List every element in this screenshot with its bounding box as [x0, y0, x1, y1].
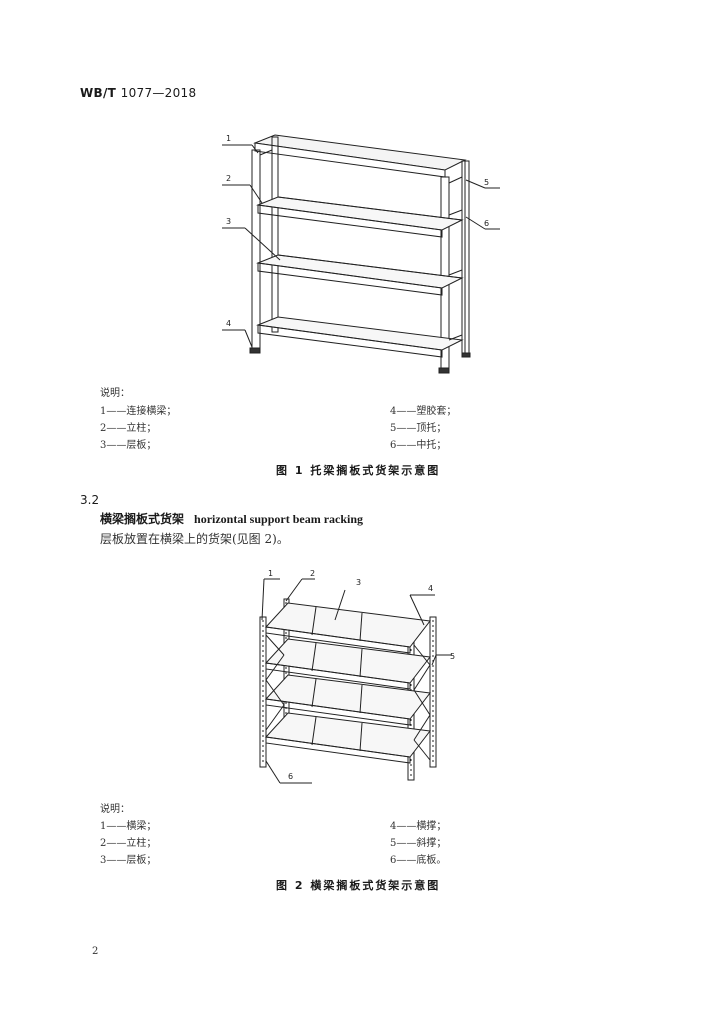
fig1-callout-2: 2	[226, 174, 231, 183]
fig1-legend-item: 6——中托；	[390, 440, 447, 451]
clause-number: 3.2	[80, 493, 100, 507]
fig2-legend-title: 说明：	[100, 804, 130, 815]
fig1-legend-title: 说明：	[100, 388, 130, 399]
fig2-callout-3: 3	[356, 578, 361, 587]
fig1-legend-item: 5——顶托；	[390, 423, 447, 434]
page-number: 2	[92, 946, 99, 957]
fig2-callout-6: 6	[288, 772, 293, 781]
fig1-callout-4: 4	[226, 319, 231, 328]
fig2-legend-item: 4——横撑；	[390, 821, 447, 832]
fig2-legend-item: 6——底板。	[390, 855, 447, 866]
standard-code: WB/T 1077—2018	[80, 86, 196, 100]
term-definition: 层板放置在横梁上的货架(见图 2)。	[100, 532, 289, 546]
fig2-legend-item: 1——横梁；	[100, 821, 157, 832]
figure-2-drawing: 1 2 3 4 5 6	[259, 569, 455, 784]
fig1-callout-3: 3	[226, 217, 231, 226]
fig2-legend-item: 5——斜撑；	[390, 838, 447, 849]
fig1-legend-item: 4——塑胶套；	[390, 406, 457, 417]
fig1-callout-6: 6	[484, 219, 489, 228]
fig1-callout-1: 1	[226, 134, 231, 143]
fig1-legend-item: 3——层板；	[100, 440, 157, 451]
fig2-callout-2: 2	[310, 569, 315, 578]
figure-2-caption: 图 2 横梁搁板式货架示意图	[276, 879, 441, 892]
fig2-legend-item: 2——立柱；	[100, 838, 157, 849]
standard-number: 1077—2018	[120, 86, 197, 100]
fig1-legend-item: 2——立柱；	[100, 423, 157, 434]
fig1-legend-item: 1——连接横梁；	[100, 406, 177, 417]
figure-1-drawing: 1 2 3 4 5 6	[222, 134, 500, 374]
figure-1-caption: 图 1 托梁搁板式货架示意图	[276, 464, 441, 477]
fig2-callout-5: 5	[450, 652, 455, 661]
standard-prefix: WB/T	[80, 86, 117, 100]
term-heading: 横梁搁板式货架 horizontal support beam racking	[100, 510, 363, 527]
fig2-callout-4: 4	[428, 584, 433, 593]
term-english: horizontal support beam racking	[194, 512, 364, 526]
fig2-legend-item: 3——层板；	[100, 855, 157, 866]
term-chinese: 横梁搁板式货架	[100, 512, 185, 526]
fig1-callout-5: 5	[484, 178, 489, 187]
fig2-callout-1: 1	[268, 569, 273, 578]
